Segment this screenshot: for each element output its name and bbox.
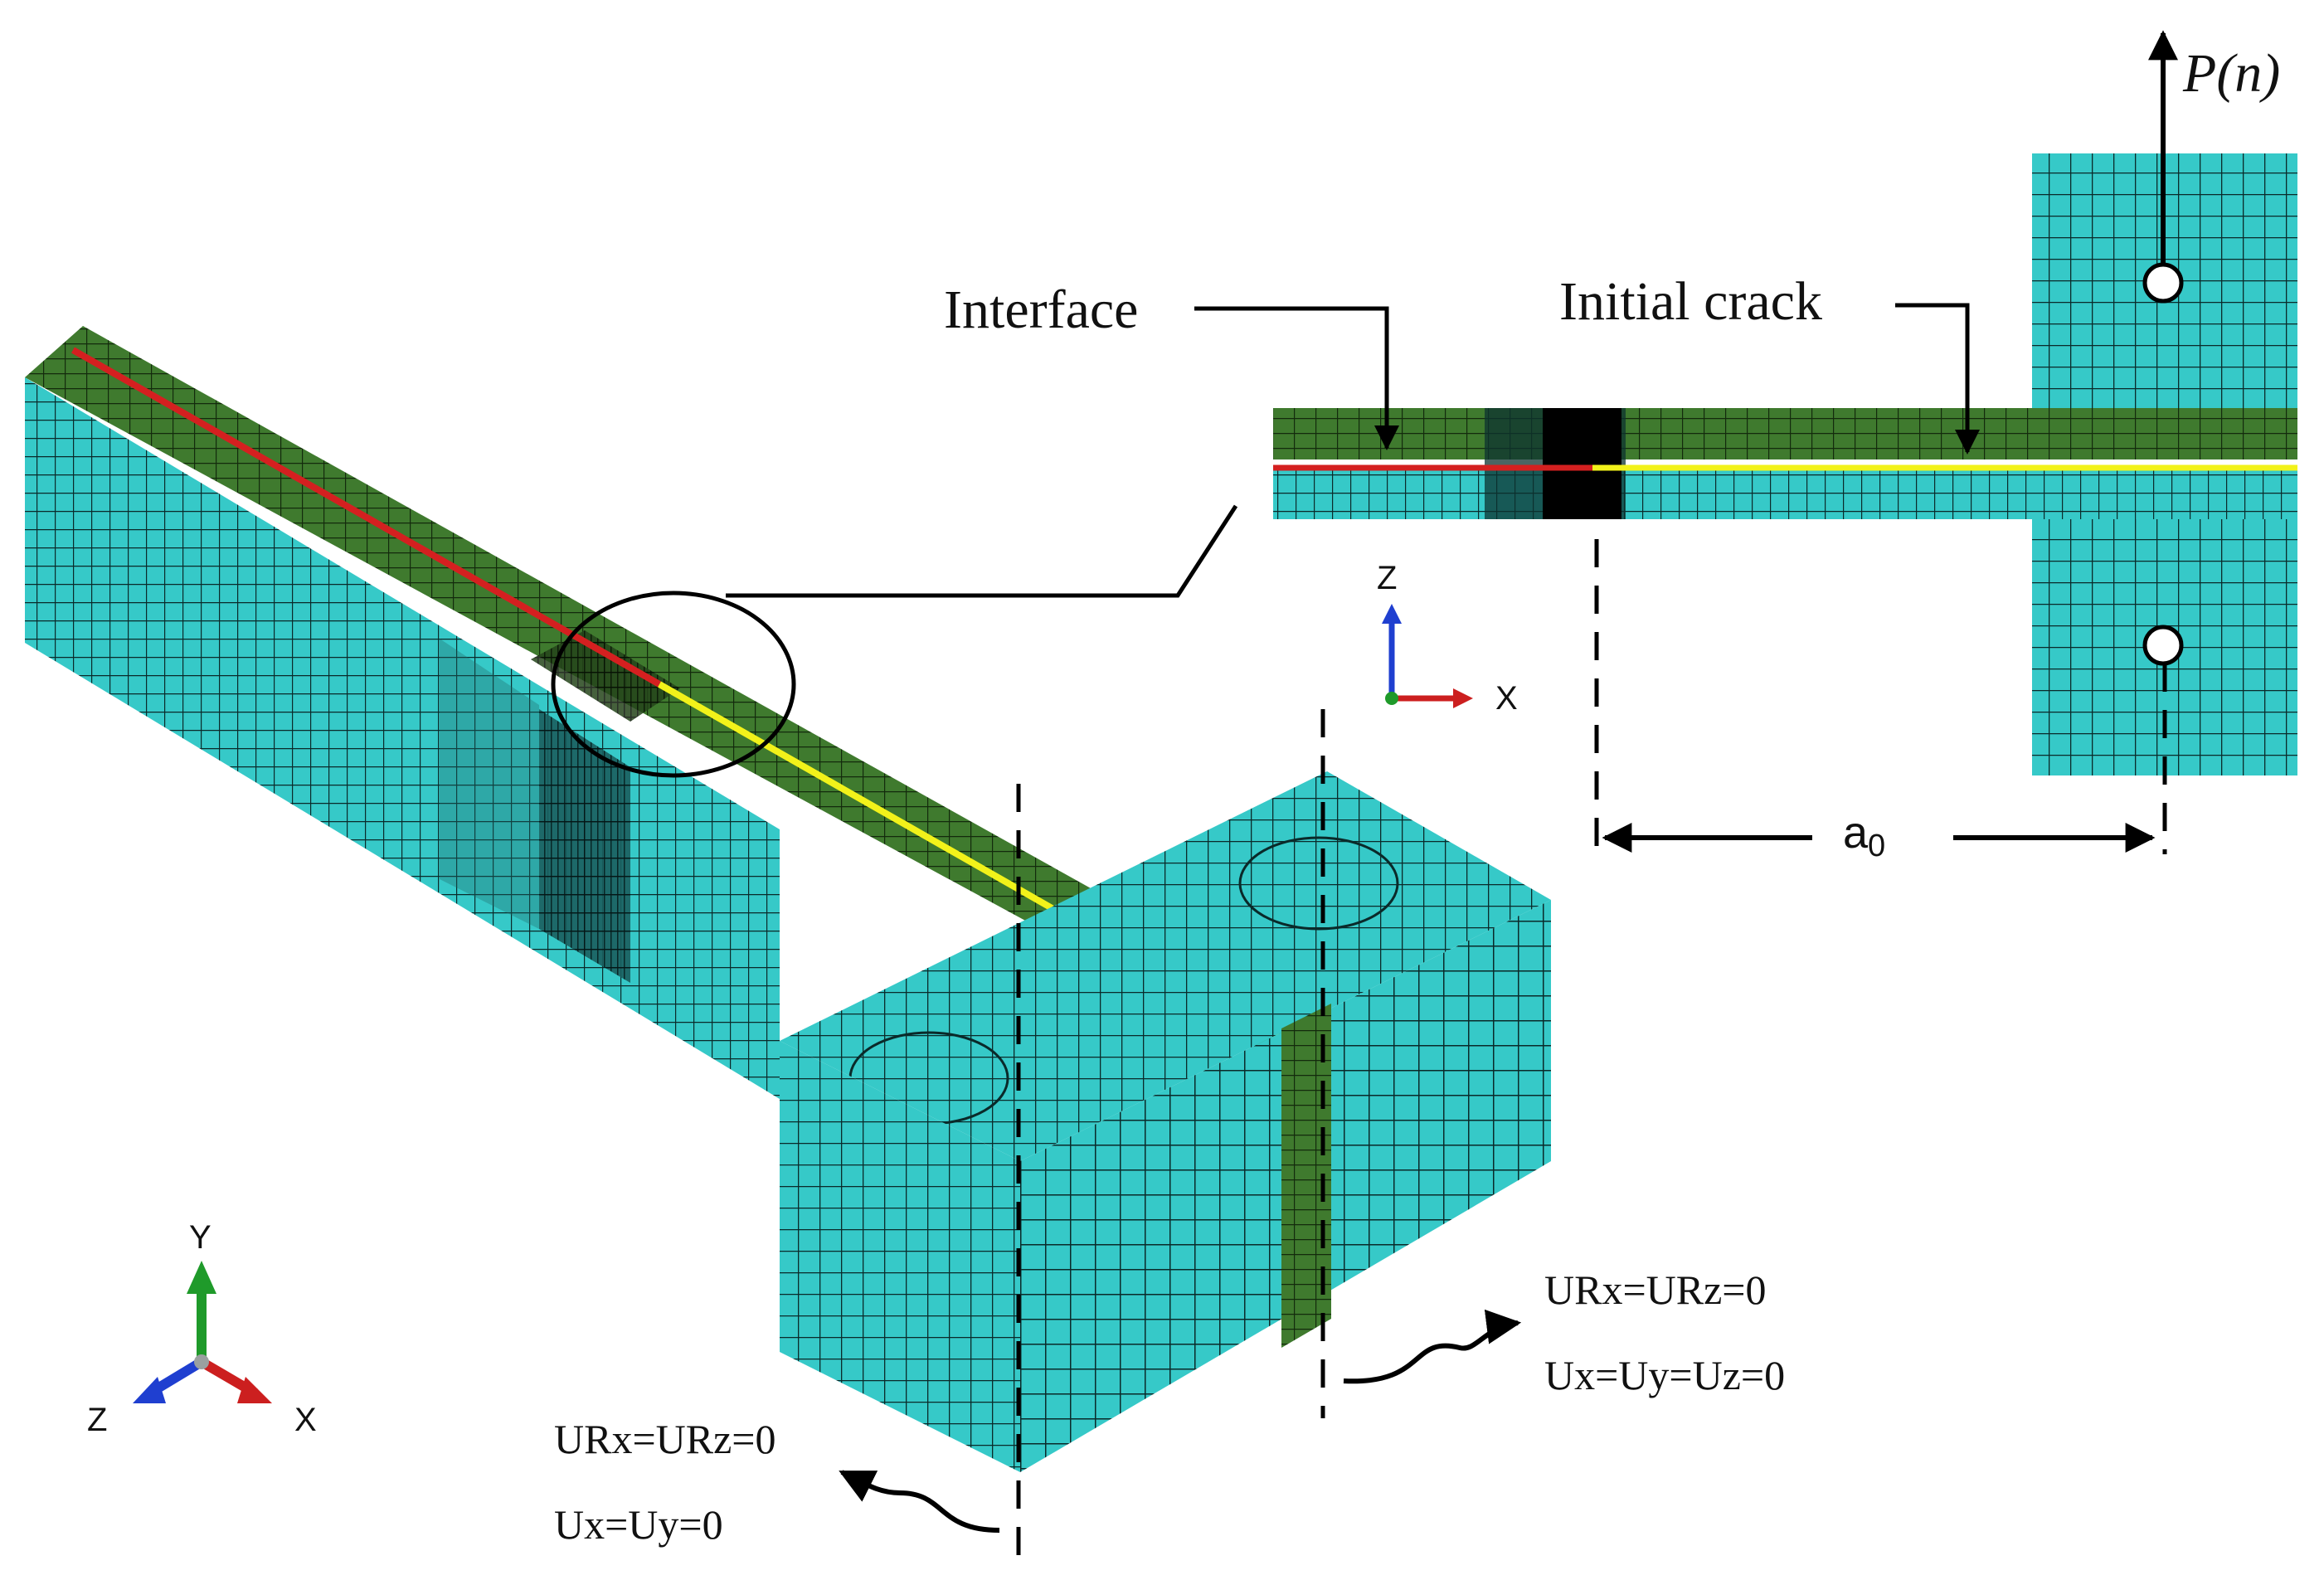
triad3d-x-label: X: [294, 1402, 317, 1438]
zoom-leader-line: [726, 504, 1238, 598]
bc-arrow-left: [839, 1470, 1000, 1533]
triad3d-z-head: [133, 1377, 166, 1403]
triad2d-origin: [1385, 692, 1398, 705]
pin-hole-lower: [2142, 625, 2184, 666]
specimen-3d: [25, 326, 1551, 1559]
triad2d-x-head: [1453, 688, 1473, 708]
arm-front-face: [25, 377, 780, 1099]
initial-crack-label: Initial crack: [1559, 271, 1822, 332]
beam-dense-core: [1543, 408, 1621, 519]
triad3d-x-head: [237, 1377, 272, 1403]
arm-refined-region: [539, 709, 630, 983]
block-adhesive-band: [1281, 1004, 1331, 1348]
arm-refined-region-2: [440, 639, 539, 929]
bc-left-displacement: Ux=Uy=0: [554, 1501, 723, 1548]
interface-leader: [1194, 306, 1399, 450]
triad2d-z-label: Z: [1377, 560, 1397, 596]
hole-mesh-top-2: [1238, 836, 1399, 931]
crack-length-label: a0: [1843, 808, 1885, 863]
triad3d-origin: [194, 1354, 209, 1369]
triad3d-y-label: Y: [189, 1219, 211, 1256]
bc-right-displacement: Ux=Uy=Uz=0: [1544, 1352, 1785, 1398]
block-top-face: [780, 771, 1551, 1161]
load-label: P(n): [2182, 43, 2280, 104]
arm-top-strip-dense: [531, 630, 680, 722]
triad-3d: [133, 1261, 272, 1403]
bc-left-rotation: URx=URz=0: [554, 1416, 776, 1462]
bc-arrow-right: [1343, 1309, 1522, 1384]
triad3d-y-head: [187, 1261, 216, 1294]
beam-upper-adherend: [1273, 408, 2297, 459]
zoom-circle: [551, 591, 796, 778]
block-front-face: [780, 1041, 1020, 1472]
crack-leader: [1895, 303, 1980, 455]
pin-hole-upper: [2142, 262, 2184, 304]
side-view-2d: [1194, 30, 2297, 854]
beam-lower-adherend: [1273, 466, 2297, 519]
interface-line-3d: [71, 347, 661, 688]
triad3d-z-label: Z: [87, 1402, 107, 1438]
bc-right-rotation: URx=URz=0: [1544, 1266, 1767, 1313]
triad2d-z-head: [1382, 604, 1402, 624]
triad2d-x-label: X: [1495, 680, 1518, 717]
interface-label: Interface: [944, 280, 1138, 340]
